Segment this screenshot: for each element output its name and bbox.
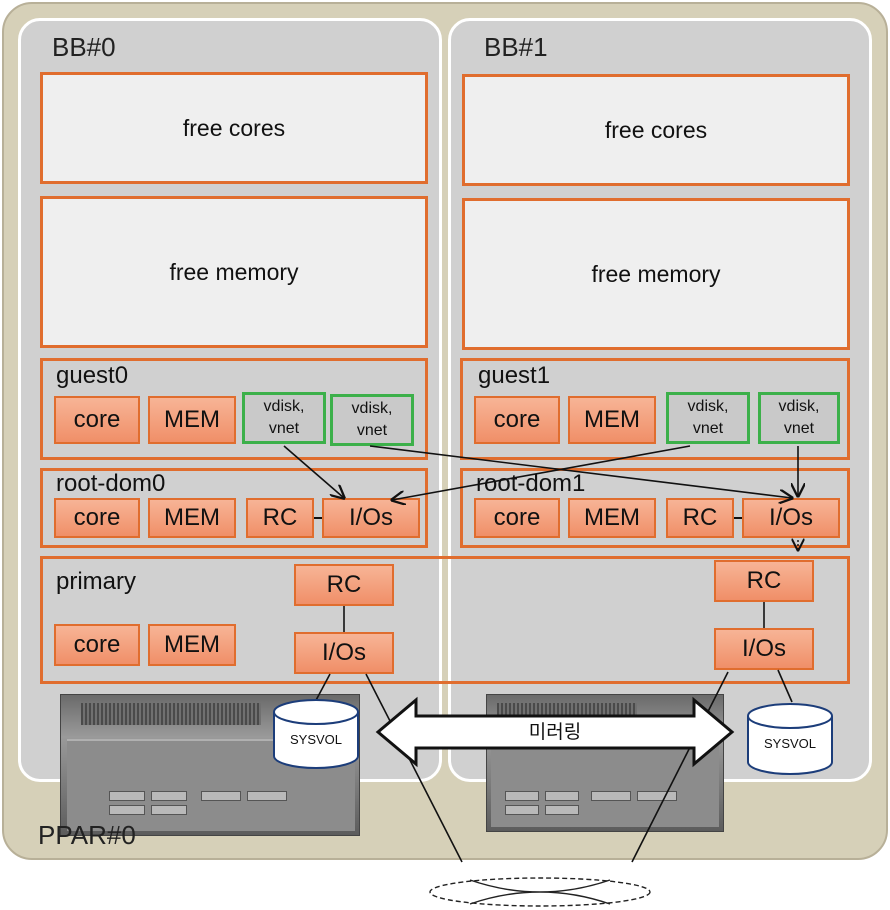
guest1-vdisk-vnet-1: vdisk, vnet xyxy=(666,392,750,444)
root-dom1-mem-chip: MEM xyxy=(568,498,656,538)
guest0-mem-chip: MEM xyxy=(148,396,236,444)
mirroring-label: 미러링 xyxy=(529,721,581,743)
root-dom0-mem-chip: MEM xyxy=(148,498,236,538)
bb1-title: BB#1 xyxy=(484,32,548,62)
root-dom1-core-chip: core xyxy=(474,498,560,538)
guest1-mem-chip: MEM xyxy=(568,396,656,444)
guest0-label: guest0 xyxy=(56,362,129,389)
server-left-bay xyxy=(151,791,187,801)
network-cable-right xyxy=(631,671,729,863)
bb1-free-cores: free cores xyxy=(462,74,850,186)
sysvol-right-disk xyxy=(747,703,833,775)
mirroring-double-arrow xyxy=(375,696,735,768)
bb0-title: BB#0 xyxy=(52,32,116,62)
sysvol-right-label: SYSVOL xyxy=(764,736,816,751)
primary-ios-right-chip: I/Os xyxy=(714,628,814,670)
guest0-core-chip: core xyxy=(54,396,140,444)
primary-label: primary xyxy=(56,568,137,595)
guest1-label: guest1 xyxy=(478,362,551,389)
server-left-bay xyxy=(201,791,241,801)
root-dom0-ios-chip: I/Os xyxy=(322,498,420,538)
primary-ios-left-chip: I/Os xyxy=(294,632,394,674)
root-dom0-label: root-dom0 xyxy=(56,470,166,497)
primary-mem-chip: MEM xyxy=(148,624,236,666)
guest1-core-chip: core xyxy=(474,396,560,444)
primary-rc-left-chip: RC xyxy=(294,564,394,606)
network-cable-left xyxy=(365,673,463,863)
server-right-bay xyxy=(591,791,631,801)
root-dom1-domain xyxy=(460,468,850,548)
server-left-bay xyxy=(247,791,287,801)
link-primary-right-ios-sysvol xyxy=(777,669,793,703)
ppar-title: PPAR#0 xyxy=(38,820,136,850)
root-dom0-rc-chip: RC xyxy=(246,498,314,538)
server-right-bay xyxy=(545,791,579,801)
arrow-guest0-vdisk1-to-rootdom0-ios xyxy=(283,445,344,498)
guest0-vdisk-vnet-1: vdisk, vnet xyxy=(242,392,326,444)
server-left-bay xyxy=(151,805,187,815)
arrow-guest0-vdisk2-to-rootdom1-ios xyxy=(369,445,792,498)
server-right-bay xyxy=(505,805,539,815)
root-dom1-rc-chip: RC xyxy=(666,498,734,538)
guest1-vdisk-vnet-2: vdisk, vnet xyxy=(758,392,840,444)
bb0-free-memory: free memory xyxy=(40,196,428,348)
guest1-domain xyxy=(460,358,850,460)
network-symbol xyxy=(429,877,651,907)
server-right-bay xyxy=(545,805,579,815)
bb0-free-cores: free cores xyxy=(40,72,428,184)
server-right-bay xyxy=(637,791,677,801)
server-right-bay xyxy=(505,791,539,801)
root-dom0-core-chip: core xyxy=(54,498,140,538)
server-left-bay xyxy=(109,805,145,815)
server-left-bay xyxy=(109,791,145,801)
arrow-guest1-vdisk1-to-rootdom0-ios xyxy=(392,445,691,500)
primary-core-chip: core xyxy=(54,624,140,666)
server-left-vent xyxy=(81,703,261,725)
root-dom0-domain xyxy=(40,468,428,548)
guest0-domain xyxy=(40,358,428,460)
guest0-vdisk-vnet-2: vdisk, vnet xyxy=(330,394,414,446)
link-primary-left-ios-sysvol xyxy=(313,673,331,705)
bb1-free-memory: free memory xyxy=(462,198,850,350)
sysvol-left-disk xyxy=(273,699,359,769)
primary-domain xyxy=(40,556,850,684)
sysvol-left-label: SYSVOL xyxy=(290,732,342,747)
primary-rc-right-chip: RC xyxy=(714,560,814,602)
